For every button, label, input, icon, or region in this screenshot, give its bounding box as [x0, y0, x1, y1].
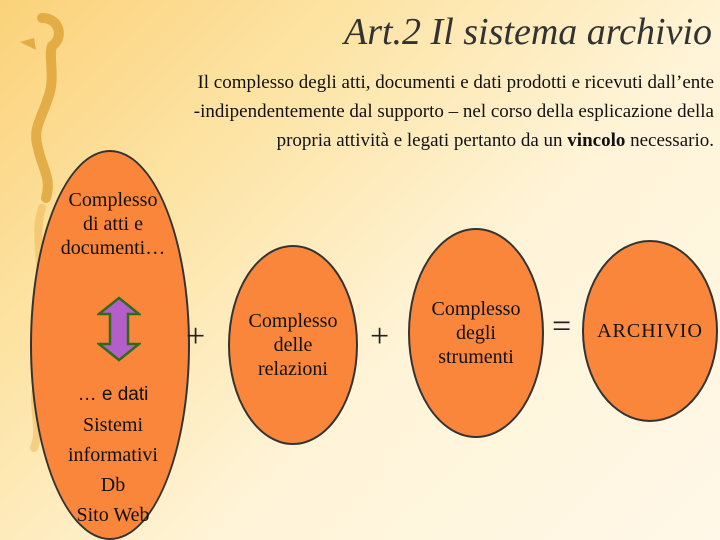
definition-line-3: propria attività e legati pertanto da un… — [276, 130, 714, 151]
ellipse-relazioni: Complesso delle relazioni — [228, 245, 358, 445]
ellipse-archivio: ARCHIVIO — [582, 240, 718, 422]
ellipse1-top-text: Complesso di atti e documenti… — [60, 189, 166, 259]
definition-text: Il complesso degli atti, documenti e dat… — [42, 68, 714, 155]
vincolo-term: vincolo — [567, 130, 626, 151]
slide-title: Art.2 Il sistema archivio — [344, 11, 712, 53]
double-arrow-icon — [97, 296, 141, 362]
plus-sign-2: + — [370, 318, 390, 355]
ellipse1-bottom-text: … e dati Sistemi informativi Db Sito Web — [68, 384, 158, 526]
equals-sign: = — [552, 308, 572, 345]
definition-line-2: -indipendentemente dal supporto – nel co… — [193, 101, 714, 122]
ellipse-strumenti: Complesso degli strumenti — [408, 228, 544, 438]
archivio-label: ARCHIVIO — [597, 320, 703, 342]
plus-sign-1: + — [186, 318, 206, 355]
definition-line-1: Il complesso degli atti, documenti e dat… — [197, 72, 714, 93]
